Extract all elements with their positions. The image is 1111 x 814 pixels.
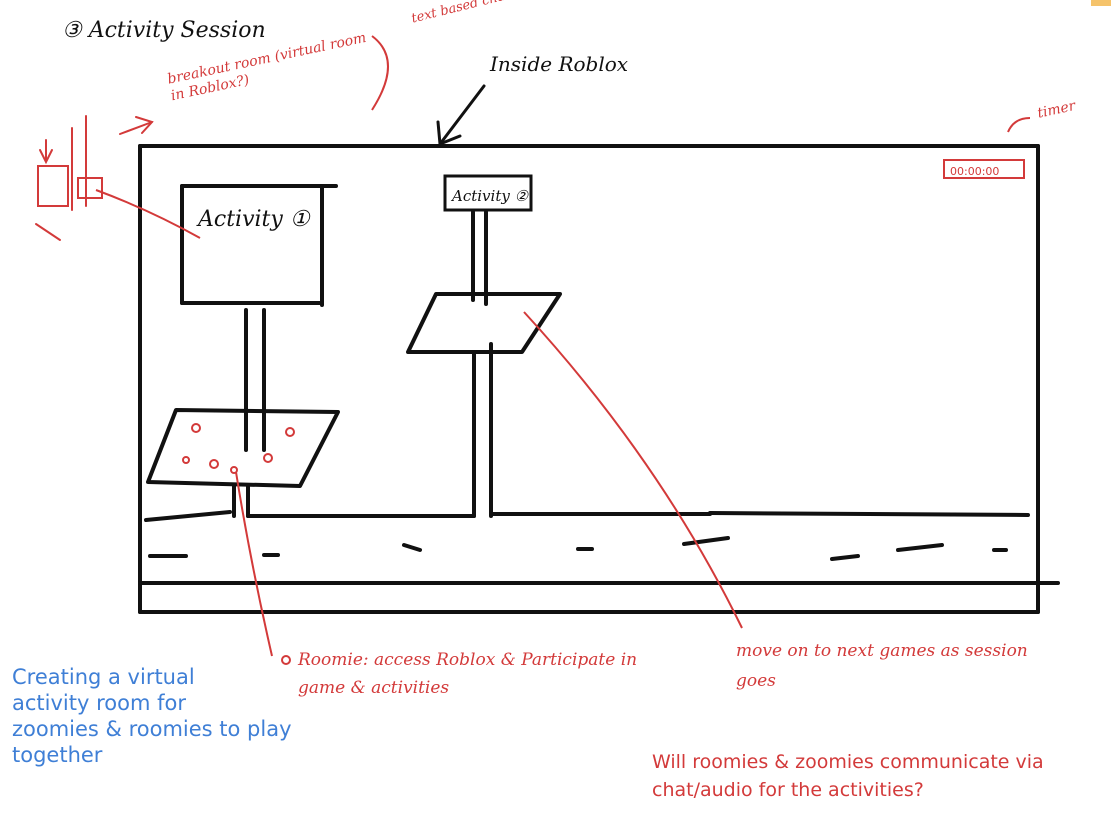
breakout-arrow <box>119 116 154 135</box>
activity2-label: Activity ② <box>450 187 530 205</box>
activity2-platform <box>406 292 562 354</box>
corner-accent <box>1091 0 1111 6</box>
connector-activity2-to-moveon <box>523 311 743 629</box>
activity2-pole <box>471 210 493 518</box>
page-title: ③ Activity Session <box>62 18 266 43</box>
activity1-pole <box>232 308 266 518</box>
communicate-question: Will roomies & zoomies communicate via c… <box>652 751 1044 801</box>
timer-arrow <box>1007 117 1031 133</box>
ground-line <box>144 510 1030 522</box>
roomie-bullet <box>281 655 291 665</box>
activity1-platform <box>146 408 340 488</box>
chat-bracket <box>371 35 389 111</box>
inside-roblox-label: Inside Roblox <box>490 52 629 76</box>
creating-note: Creating a virtual activity room for zoo… <box>12 665 292 767</box>
road-dashes <box>148 536 1008 561</box>
connector-breakout-to-activity1 <box>95 189 201 239</box>
activity2-sign <box>443 174 533 212</box>
roomie-note: Roomie: access Roblox & Participate in g… <box>298 650 638 698</box>
breakout-icon-sketch <box>35 115 103 241</box>
roblox-frame <box>138 144 1060 614</box>
avatar-dots <box>182 423 295 474</box>
inside-roblox-arrow <box>436 84 486 147</box>
timer-widget <box>943 159 1025 179</box>
activity1-label: Activity ① <box>196 207 311 232</box>
move-on-note: move on to next games as session goes <box>736 641 1028 691</box>
activity1-board <box>180 184 338 307</box>
connector-platform-to-roomie <box>235 471 273 657</box>
timer-digits: 00:00:00 <box>950 165 999 178</box>
